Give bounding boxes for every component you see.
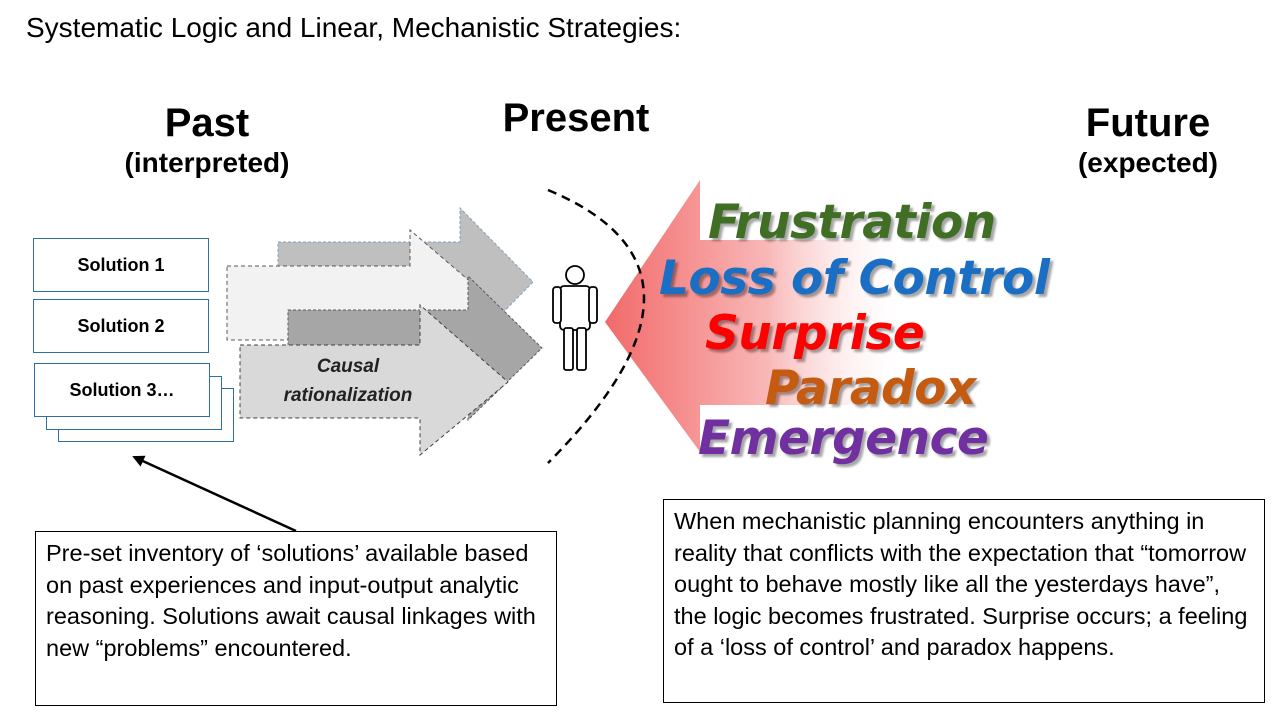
solution-3-box: Solution 3… (34, 363, 210, 417)
future-header: Future (expected) (1040, 100, 1256, 180)
present-boundary-arc (547, 188, 646, 464)
inventory-pointer-arrow (132, 455, 297, 533)
past-label: Past (164, 101, 250, 145)
outcome-loss-of-control: Loss of Control (659, 251, 1050, 306)
solution-2-box: Solution 2 (33, 299, 209, 353)
causal-arrows (226, 206, 543, 457)
solution-2-label: Solution 2 (77, 315, 165, 336)
person-icon (552, 265, 598, 371)
slide-title: Systematic Logic and Linear, Mechanistic… (26, 12, 682, 43)
future-sub: (expected) (1077, 147, 1219, 178)
outcome-paradox: Paradox (765, 361, 976, 416)
solution-1-label: Solution 1 (77, 254, 165, 275)
solution-3-label: Solution 3… (69, 379, 175, 400)
causal-arrow-front (239, 303, 509, 457)
inventory-note: Pre-set inventory of ‘solutions’ availab… (35, 531, 557, 706)
causal-label: Causal rationalization (283, 356, 413, 406)
future-label: Future (1085, 101, 1211, 145)
outcome-frustration: Frustration (708, 195, 996, 250)
future-pressure-arrow (605, 180, 900, 452)
frustration-note: When mechanistic planning encounters any… (663, 499, 1265, 703)
present-label: Present (502, 96, 650, 140)
present-header: Present (466, 95, 686, 141)
solution-1-box: Solution 1 (33, 238, 209, 292)
past-sub: (interpreted) (124, 147, 290, 178)
outcome-surprise: Surprise (705, 306, 925, 361)
outcome-emergence: Emergence (698, 411, 989, 466)
past-header: Past (interpreted) (92, 100, 322, 180)
